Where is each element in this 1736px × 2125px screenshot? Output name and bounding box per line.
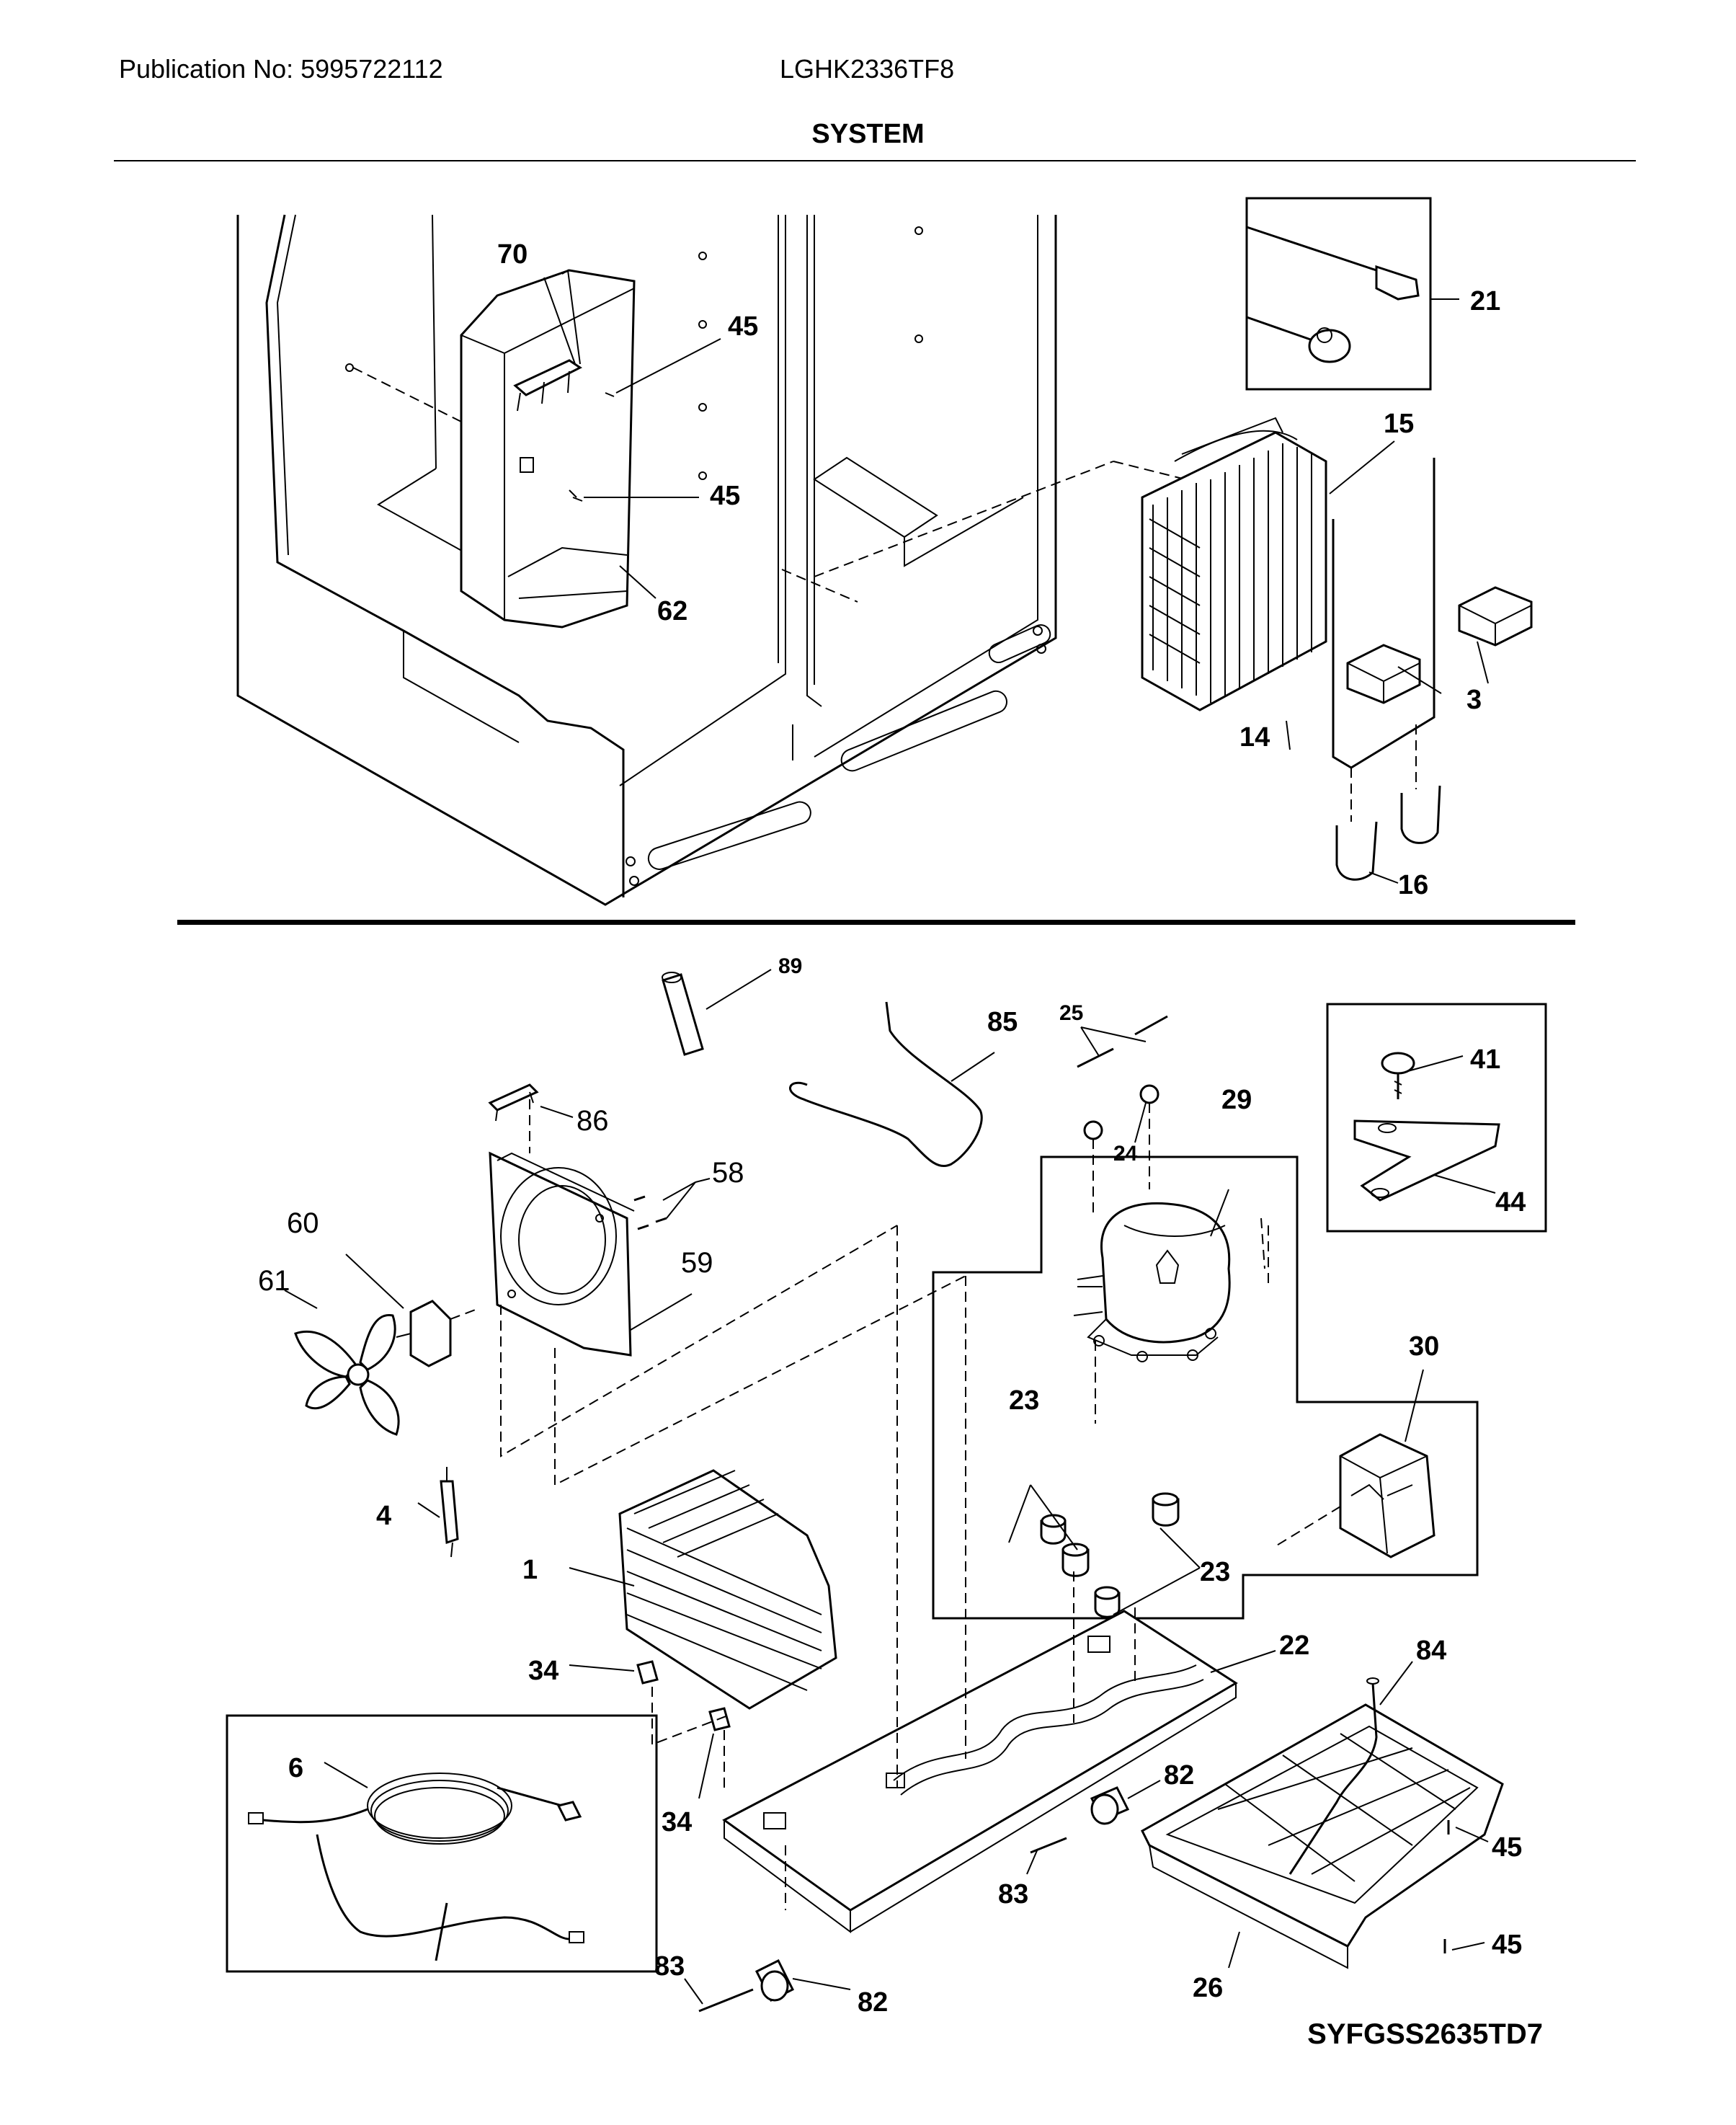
- callout-6: 6: [288, 1753, 303, 1783]
- callout-45-upper: 45: [728, 311, 758, 342]
- wire-85: [789, 1001, 995, 1168]
- grommet-34: [569, 1660, 731, 1799]
- section-divider: [177, 920, 1575, 925]
- callout-59: 59: [681, 1247, 713, 1279]
- inset-41-44: [1326, 1003, 1547, 1233]
- base-plate-22: [722, 1225, 1276, 1933]
- inset-21: [1245, 197, 1459, 391]
- callout-1: 1: [522, 1555, 538, 1585]
- evaporator-coil-1: [569, 1469, 837, 1710]
- screw-45-upper: [605, 392, 615, 397]
- callout-15: 15: [1384, 409, 1414, 439]
- fan-shroud-59: [489, 1151, 693, 1357]
- callout-45-middle: 45: [710, 481, 740, 511]
- callout-70: 70: [497, 239, 528, 270]
- inset-6-power-cord: [226, 1714, 658, 1973]
- callout-24: 24: [1113, 1142, 1138, 1166]
- callout-3: 3: [1466, 685, 1482, 715]
- callout-23-upper: 23: [1009, 1385, 1039, 1416]
- condenser-coil-15: [1141, 417, 1327, 711]
- callout-62: 62: [657, 596, 687, 626]
- callout-82-bottom: 82: [858, 1987, 888, 2018]
- screws-58: [633, 1178, 711, 1230]
- callout-26: 26: [1193, 1973, 1223, 2003]
- clips-16: [1335, 724, 1441, 881]
- callout-21: 21: [1470, 286, 1500, 316]
- callout-61: 61: [258, 1265, 290, 1297]
- callout-16: 16: [1398, 870, 1428, 900]
- fan-motor-60: [345, 1254, 480, 1367]
- grommets-23: [1008, 1484, 1201, 1618]
- callout-83-left: 83: [654, 1951, 685, 1982]
- fan-blade-61: [284, 1290, 400, 1436]
- pins-83: [684, 1837, 1067, 2013]
- callout-22: 22: [1279, 1631, 1309, 1661]
- relay-30: [1275, 1369, 1435, 1558]
- callout-45-right-upper: 45: [1492, 1832, 1522, 1863]
- callout-58: 58: [712, 1157, 744, 1189]
- tube-89: [662, 969, 772, 1056]
- screws-45-lower: [1443, 1820, 1489, 1953]
- callout-34-bottom: 34: [662, 1807, 692, 1837]
- rollers-82: [755, 1780, 1161, 2002]
- model-number: LGHK2336TF8: [780, 54, 955, 84]
- drain-tube-84: [1288, 1661, 1413, 1875]
- drier-4: [417, 1467, 459, 1558]
- callout-34-left: 34: [528, 1656, 558, 1686]
- diagram-code: SYFGSS2635TD7: [1307, 2018, 1543, 2050]
- refrigerator-cabinet: [236, 214, 1186, 906]
- callout-60: 60: [287, 1207, 319, 1239]
- publication-number: Publication No: 5995722112: [119, 54, 443, 84]
- callout-30: 30: [1409, 1331, 1439, 1362]
- screw-45-lower: [572, 497, 583, 502]
- callout-84: 84: [1416, 1636, 1446, 1666]
- callout-29: 29: [1221, 1085, 1252, 1115]
- callout-45-right-lower: 45: [1492, 1930, 1522, 1960]
- bracket-86: [488, 1083, 574, 1153]
- foam-block-3: [1346, 586, 1533, 704]
- compressor-area-29: [932, 1155, 1479, 1620]
- bracket-70: [513, 359, 582, 412]
- callout-23-lower: 23: [1200, 1557, 1230, 1587]
- callout-82-right: 82: [1164, 1760, 1194, 1791]
- callout-86: 86: [577, 1105, 609, 1137]
- clips-25-washers-24: [1077, 1015, 1168, 1218]
- callout-44: 44: [1495, 1187, 1526, 1217]
- callout-4: 4: [376, 1501, 391, 1531]
- callout-85: 85: [987, 1007, 1018, 1037]
- upper-leader-lines: [543, 269, 1489, 884]
- callout-41: 41: [1470, 1044, 1500, 1075]
- lower-dashed-guides: [500, 1225, 966, 1910]
- wire-frame-14: [1332, 458, 1435, 769]
- callout-labels: 70 45 45 62 21 15 3 14 16 89 85 25 24 29…: [258, 239, 1526, 2018]
- header-divider: [114, 160, 1636, 161]
- callout-25: 25: [1059, 1001, 1083, 1025]
- drain-pan-26: [1141, 1703, 1504, 1969]
- callout-83-right: 83: [998, 1879, 1028, 1909]
- section-title: SYSTEM: [811, 119, 925, 149]
- callout-89: 89: [778, 954, 802, 978]
- drain-duct-62: [460, 269, 636, 629]
- callout-14: 14: [1239, 722, 1270, 753]
